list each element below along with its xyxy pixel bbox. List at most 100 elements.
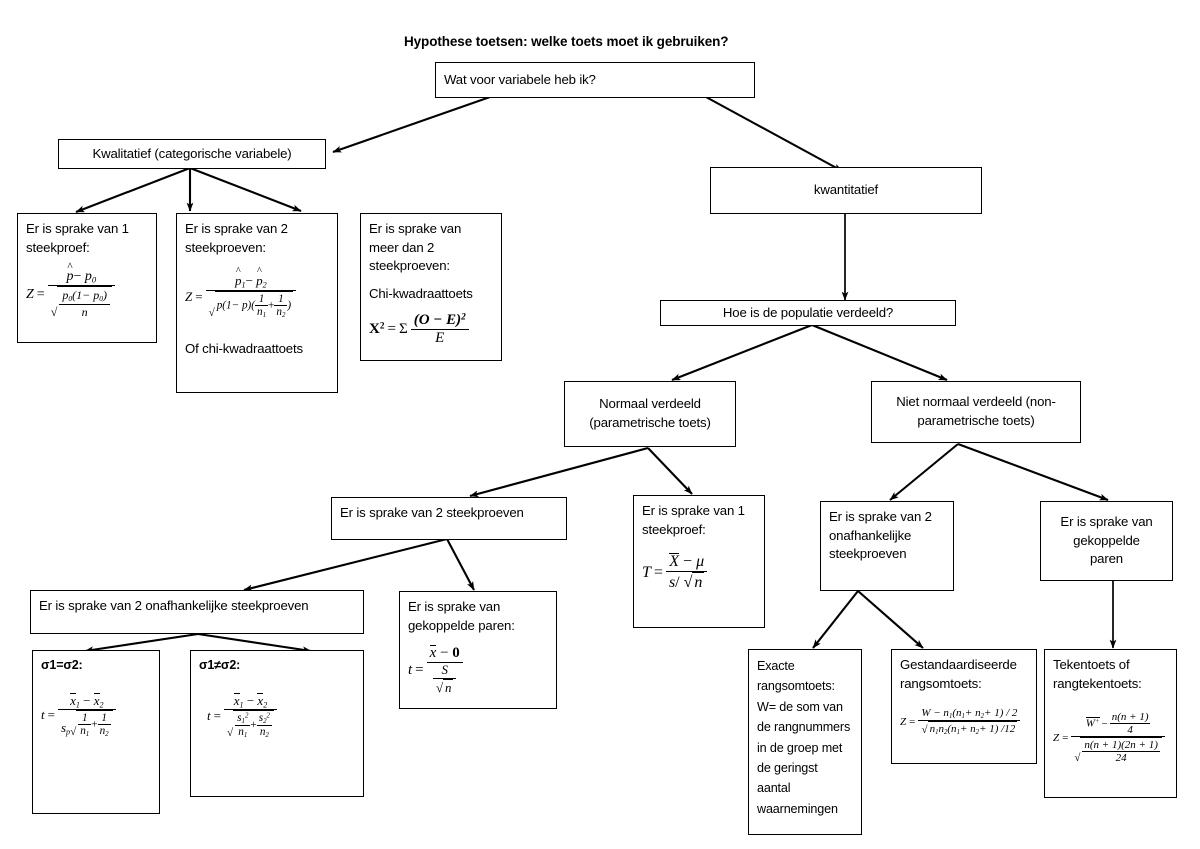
formula-chi-square: X2 = Σ (O − E)2 E [369,312,469,347]
f2p-op: = [195,288,203,304]
fwt-f2-s-sup: 2 [266,712,271,720]
fpt-f2-de: n [99,725,106,737]
ftp-s: S [432,663,457,680]
fz-op: = [36,287,45,302]
fsr-den-d-sub: 2 [975,729,980,737]
f2p-p1: p [235,273,242,288]
sign-test-line1: Tekentoets of [1053,657,1130,672]
f2p-f2-de-sub: 2 [281,311,286,319]
node-equal-variance[interactable]: σ1=σ2: t = x1 − x2 sp √ 1 n1 [32,650,160,814]
fsr-lhs: Z [900,715,907,728]
two-sample-prop-line1: Er is sprake van 2 [185,221,288,236]
node-standardized-rank-sum[interactable]: Gestandaardiseerde rangsomtoets: Z = W −… [891,649,1037,764]
ft1-xbar: X [669,553,680,571]
fsr-den-a: n [929,723,936,736]
exact-rank-line1: Exacte [757,659,795,673]
fsr-num-mid: (n [952,707,962,720]
fwt-f1-s-sub: 1 [241,717,245,725]
fwt-x2-sub: 2 [263,700,268,709]
np-paired-line1: Er is sprake van [1060,513,1153,529]
fwt-plus: + [250,719,257,731]
fwt-lhs: t [207,708,211,724]
fpt-plus: + [91,718,98,731]
ft1-lhs: T [642,563,651,581]
fsr-den-b-sub: 2 [943,729,948,737]
fz-lhs: Z [26,287,34,302]
one-sample-prop-line1: Er is sprake van 1 [26,221,129,236]
node-sign-test[interactable]: Tekentoets of rangtekentoets: Z = W+ − n… [1044,649,1177,798]
node-quantitative[interactable]: kwantitatief [710,167,982,214]
fz-den-rest: (1− p [72,288,100,303]
node-paired-parametric[interactable]: Er is sprake van gekoppelde paren: t = x… [399,591,557,709]
fwt-f2-n-sub: 2 [265,731,269,739]
node-np-paired[interactable]: Er is sprake van gekoppelde paren [1040,501,1173,581]
f2p-f2-de: n [276,305,282,318]
fst-minus: − [1101,717,1108,730]
fpt-minus: − [83,692,91,708]
exact-rank-line3: W= de som van [757,699,843,714]
fwt-f2-s: s [258,712,264,724]
fchi-lhs: X [369,320,380,337]
node-qualitative[interactable]: Kwalitatief (categorische variabele) [58,139,326,169]
fwt-x1-sub: 1 [239,700,244,709]
fsr-op: = [909,715,916,728]
node-one-sample-t[interactable]: Er is sprake van 1 steekproef: T = X − μ… [633,495,765,628]
node-two-independent-samples[interactable]: Er is sprake van 2 onafhankelijke steekp… [30,590,364,634]
formula-welch-t: t = x1 − x2 √ s12 n1 + s22 [207,692,278,740]
node-nonnormal-distributed[interactable]: Niet normaal verdeeld (non- parametrisch… [871,381,1081,443]
fpt-x2: x [93,692,100,708]
node-unequal-variance[interactable]: σ1≠σ2: t = x1 − x2 √ s12 n1 + [190,650,364,797]
fz-num-p0-sub: 0 [91,274,97,285]
np-paired-line3: paren [1090,551,1123,567]
fchi-num-sup: 2 [461,312,466,323]
formula-standardized-rank-z: Z = W − n1(n1+ n2+ 1) / 2 √ n1n2(n1+ n2+… [900,707,1021,737]
f2p-p2-sub: 2 [262,280,267,290]
fz-den-p: p [62,288,69,303]
fst-den-nu: n(n + 1)(2n + 1) [1082,739,1160,753]
f2p-f1-de: n [256,305,263,318]
ftp-minus: − [440,645,449,662]
formula-two-sample-proportion: Z = p1− p2 √ p(1− p)( 1 n1 + [185,273,297,319]
fst-w-sup: + [1094,718,1100,726]
one-sample-t-line1: Er is sprake van 1 [642,503,745,518]
node-more-than-two-samples[interactable]: Er is sprake van meer dan 2 steekproeven… [360,213,502,361]
fpt-f1-de-sub: 1 [85,730,90,738]
paired-line2: gekoppelde paren: [408,617,515,633]
fwt-f2-s-sub: 2 [263,717,267,725]
fz-num-minus: − [73,269,82,285]
fwt-f1-n: n [238,725,244,738]
fwt-minus: − [246,692,255,708]
node-population-distribution[interactable]: Hoe is de populatie verdeeld? [660,300,956,326]
node-root-question[interactable]: Wat voor variabele heb ik? [435,62,755,98]
ftp-zero: 0 [452,645,460,662]
fpt-f1-nu: 1 [78,712,92,725]
node-normal-distributed[interactable]: Normaal verdeeld (parametrische toets) [564,381,736,447]
node-two-sample-proportion[interactable]: Er is sprake van 2 steekproeven: Z = p1−… [176,213,338,393]
fchi-num: (O − E) [413,311,462,328]
page-title: Hypothese toetsen: welke toets moet ik g… [404,34,729,49]
node-np-two-independent[interactable]: Er is sprake van 2 onafhankelijke steekp… [820,501,954,591]
node-one-sample-proportion[interactable]: Er is sprake van 1 steekproef: Z = p− p0… [17,213,157,343]
node-two-samples-parametric[interactable]: Er is sprake van 2 steekproeven [331,497,567,540]
f2p-lhs: Z [185,288,193,304]
fpt-op: = [47,707,55,723]
fpt-x1: x [70,692,76,708]
std-rank-line1: Gestandaardiseerde [900,657,1017,672]
fsr-num-sub2: 1 [961,713,965,721]
fpt-f1-de: n [80,725,86,737]
fpt-x1-sub: 1 [75,700,80,709]
fpt-f2-nu: 1 [97,712,111,725]
nonnormal-line2: parametrische toets) [917,413,1035,428]
exact-rank-line4: de rangnummers [757,720,851,735]
node-exact-rank-sum[interactable]: Exacte rangsomtoets: W= de som van de ra… [748,649,862,835]
exact-rank-line7: aantal [757,781,791,796]
fwt-f1-s: s [237,712,242,724]
formula-sign-test-z: Z = W+ − n(n + 1) 4 √ [1053,711,1165,764]
one-sample-t-line2: steekproef: [642,521,706,537]
np-two-indep-line1: Er is sprake van 2 [829,509,932,524]
two-indep-label: Er is sprake van 2 onafhankelijke steekp… [39,598,309,613]
f2p-f2-nu: 1 [274,293,288,306]
fsr-den-a-sub: 1 [935,729,939,737]
fwt-f1-s-sup: 2 [244,712,249,720]
